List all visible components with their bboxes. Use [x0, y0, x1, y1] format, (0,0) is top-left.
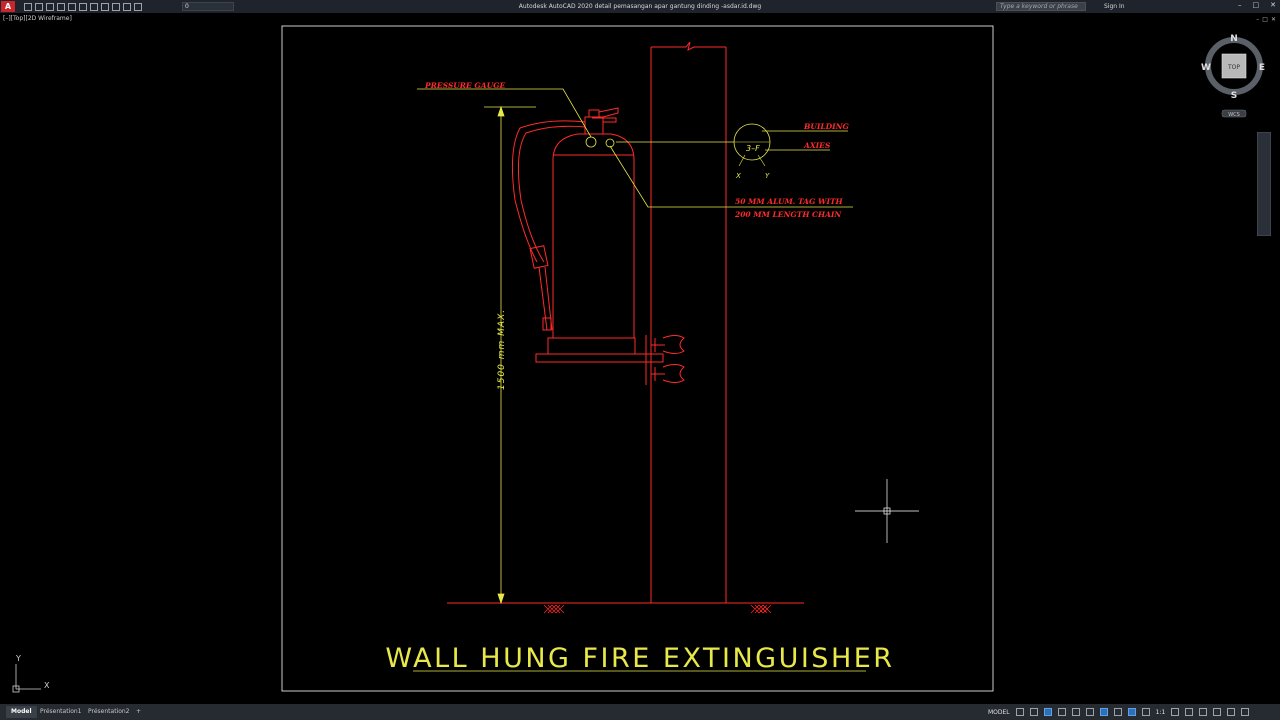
- annotation-scale[interactable]: 1:1: [1155, 708, 1166, 716]
- status-toggles: MODEL 1:1: [988, 706, 1250, 718]
- sign-in-link[interactable]: Sign In: [1104, 3, 1125, 10]
- status-bar: Model Présentation1 Présentation2 + MODE…: [0, 704, 1280, 720]
- viewcube[interactable]: TOP N S E W WCS: [1201, 34, 1265, 118]
- wall-bracket: [645, 335, 685, 385]
- minimize-button[interactable]: –: [1238, 1, 1242, 9]
- layer-bulb-icon[interactable]: [112, 2, 120, 11]
- maximize-button[interactable]: □: [1252, 1, 1260, 9]
- tag-label-line2: 200 MM LENGTH CHAIN: [734, 210, 842, 219]
- auto-scale-icon[interactable]: [1141, 708, 1150, 716]
- annotation-monitor-icon[interactable]: [1185, 708, 1194, 716]
- print-icon[interactable]: [79, 2, 87, 11]
- tag-ring: [605, 138, 615, 148]
- svg-text:WCS: WCS: [1228, 112, 1240, 118]
- open-file-icon[interactable]: [35, 2, 43, 11]
- fire-extinguisher: [511, 107, 664, 363]
- title-icons: [1090, 2, 1097, 10]
- save-icon[interactable]: [46, 2, 54, 11]
- save-as-icon[interactable]: [57, 2, 65, 11]
- ucs-y-label: Y: [15, 654, 21, 663]
- viewcube-top-face[interactable]: [1221, 53, 1247, 79]
- polar-icon[interactable]: [1057, 708, 1066, 716]
- axis-x-label: X: [735, 172, 741, 180]
- tag-label-line1: 50 MM ALUM. TAG WITH: [735, 197, 844, 206]
- dimension-text: 1500 mm MAX.: [497, 309, 507, 390]
- floor-hatch-left: [543, 604, 565, 614]
- tab-add-layout[interactable]: +: [136, 708, 142, 715]
- height-dimension: [484, 105, 536, 605]
- isodraft-icon[interactable]: [1071, 708, 1080, 716]
- crosshair-cursor: [855, 479, 919, 543]
- layer-lock-icon[interactable]: [134, 2, 142, 11]
- doc-minimize-button[interactable]: –: [1256, 16, 1260, 23]
- tab-model[interactable]: Model: [6, 706, 37, 718]
- model-space-button[interactable]: MODEL: [988, 708, 1010, 716]
- navigation-bar[interactable]: [1257, 132, 1271, 236]
- snap-icon[interactable]: [1029, 708, 1038, 716]
- svg-text:TOP: TOP: [1227, 64, 1240, 71]
- axies-label: AXIES: [803, 141, 831, 150]
- layer-dropdown[interactable]: 0: [182, 2, 234, 11]
- ucs-icon: [12, 664, 41, 693]
- pressure-gauge-dial: [585, 136, 597, 148]
- compass-east[interactable]: E: [1259, 63, 1265, 73]
- autocad-logo-icon[interactable]: A: [1, 1, 15, 12]
- axis-y-label: Y: [765, 172, 770, 180]
- close-button[interactable]: ✕: [1270, 1, 1276, 9]
- quick-access-toolbar: [24, 1, 142, 12]
- compass-west[interactable]: W: [1201, 63, 1211, 73]
- window-controls: – □ ✕: [1238, 1, 1276, 9]
- hardware-acceleration-icon[interactable]: [1213, 708, 1222, 716]
- drawing-frame: [281, 25, 994, 692]
- wcs-menu[interactable]: [1221, 109, 1247, 118]
- object-snap-tracking-icon[interactable]: [1085, 708, 1094, 716]
- pressure-gauge-leader: [417, 88, 592, 138]
- tag-leader: [609, 145, 853, 208]
- axis-marker-label: 3–F: [746, 144, 760, 153]
- tab-presentation1[interactable]: Présentation1: [40, 708, 82, 715]
- compass-south[interactable]: S: [1231, 91, 1237, 101]
- annotation-visibility-icon[interactable]: [1127, 708, 1136, 716]
- object-snap-icon[interactable]: [1099, 708, 1108, 716]
- tab-presentation2[interactable]: Présentation2: [88, 708, 130, 715]
- drawing-canvas[interactable]: PRESSURE GAUGE 3–F X Y BUILDING AXIES 50…: [0, 13, 1280, 704]
- wall-column: [650, 41, 727, 603]
- new-file-icon[interactable]: [24, 2, 32, 11]
- pressure-gauge-label: PRESSURE GAUGE: [424, 81, 506, 90]
- compass-north[interactable]: N: [1230, 34, 1238, 44]
- isolate-objects-icon[interactable]: [1199, 708, 1208, 716]
- customization-menu-icon[interactable]: [1241, 708, 1250, 716]
- doc-close-button[interactable]: ✕: [1270, 16, 1276, 23]
- drawing-title: WALL HUNG FIRE EXTINGUISHER: [385, 643, 894, 674]
- clean-screen-icon[interactable]: [1227, 708, 1236, 716]
- lineweight-icon[interactable]: [1113, 708, 1122, 716]
- layer-sun-icon[interactable]: [123, 2, 131, 11]
- ortho-icon[interactable]: [1043, 708, 1052, 716]
- viewport-controls-label[interactable]: [–][Top][2D Wireframe]: [3, 15, 72, 22]
- grid-icon[interactable]: [1015, 708, 1024, 716]
- undo-icon[interactable]: [90, 2, 98, 11]
- ucs-x-label: X: [44, 681, 50, 690]
- search-input[interactable]: Type a keyword or phrase: [996, 2, 1086, 11]
- title-bar: A 0 Autodesk AutoCAD 2020 detail pemasan…: [0, 0, 1280, 13]
- floor-hatch-right: [750, 604, 772, 614]
- doc-maximize-button[interactable]: □: [1262, 16, 1268, 23]
- workspace-gear-icon[interactable]: [1171, 708, 1180, 716]
- plot-icon[interactable]: [68, 2, 76, 11]
- building-label: BUILDING: [803, 122, 850, 131]
- document-window-controls: – □ ✕: [1256, 16, 1276, 23]
- redo-icon[interactable]: [101, 2, 109, 11]
